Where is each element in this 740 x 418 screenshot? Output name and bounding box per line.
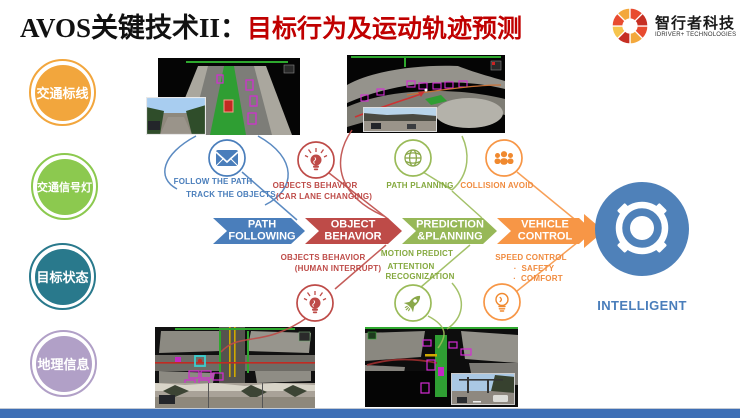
company-logo: 智行者科技 IDRIVER+ TECHNOLOGIES [610,6,736,46]
badge-label: 交通标线 [36,86,89,101]
logo-tagline: IDRIVER+ TECHNOLOGIES [655,31,737,38]
badge-label: 目标状态 [36,270,89,285]
intelligent-circle [595,182,689,276]
title-emphasis: 目标行为及运动轨迹预测 [247,15,523,43]
callout-path-planning: PATH PLANNING [386,181,454,190]
badge-object-state: 目标状态 [29,243,96,310]
badge-label: 交通信号灯 [37,181,92,194]
callout-speed-control: SPEED CONTROL [495,253,567,262]
lightbulb-icon [297,141,335,179]
bulb-outline-icon [483,283,521,321]
callout-human-interrupt: (HUMAN INTERRUPT) [294,264,382,273]
rocket-icon [394,284,432,322]
callout-attention: ATTENTION [387,262,435,271]
lidar-screenshot-top-right [347,55,505,133]
envelope-icon [208,139,246,177]
connector-red-from-image [339,129,385,217]
callout-objects-behavior-top: OBJECTS BEHAVIOR [272,181,358,190]
callout-objects-behavior-bottom: OBJECTS BEHAVIOR [280,253,366,262]
callout-collision-avoid: COLLISION AVOID [460,181,534,190]
badge-label: 地理信息 [37,357,90,372]
camera-inset-top-left [145,96,207,136]
lidar-screenshot-bottom-left [155,327,315,408]
footer-bar [0,409,740,418]
callout-comfort: COMFORT [513,274,563,283]
callout-safety: SAFETY [514,264,554,273]
arrowhead-icon [584,214,604,248]
callout-follow-path: FOLLOW THE PATH [173,177,253,186]
stage-label-prediction-planning: PREDICTION&PLANNING [416,218,484,242]
camera-lens-icon [615,201,669,255]
intelligent-label: INTELLIGENT [597,298,687,313]
page-title: AVOS关键技术II：目标行为及运动轨迹预测 [20,6,522,45]
connector-orange-down1 [516,171,579,223]
people-icon [485,139,523,177]
intelligent-node [595,182,689,276]
connector-green-to-stage [451,190,483,219]
logo-company-name: 智行者科技 [655,14,736,32]
flower-logo-icon [611,7,649,45]
lidar-screenshot-bottom-center [365,327,518,407]
callout-car-lane-changing: (CAR LANE CHANGING) [275,192,373,201]
footer-divider [0,408,740,409]
connector-green-arc2 [446,282,462,330]
callout-track-objects: TRACK THE OBJECTS [186,190,276,199]
badge-traffic-lights: 交通信号灯 [31,153,98,220]
callout-motion-predict: MOTION PREDICT [380,249,454,258]
lightbulb-icon [296,284,334,322]
badge-lane-markings: 交通标线 [29,59,96,126]
callout-recognization: RECOGNIZATION [385,272,455,281]
badge-geo-info: 地理信息 [30,330,97,397]
title-prefix: AVOS关键技术II： [20,13,248,43]
globe-icon [394,139,432,177]
